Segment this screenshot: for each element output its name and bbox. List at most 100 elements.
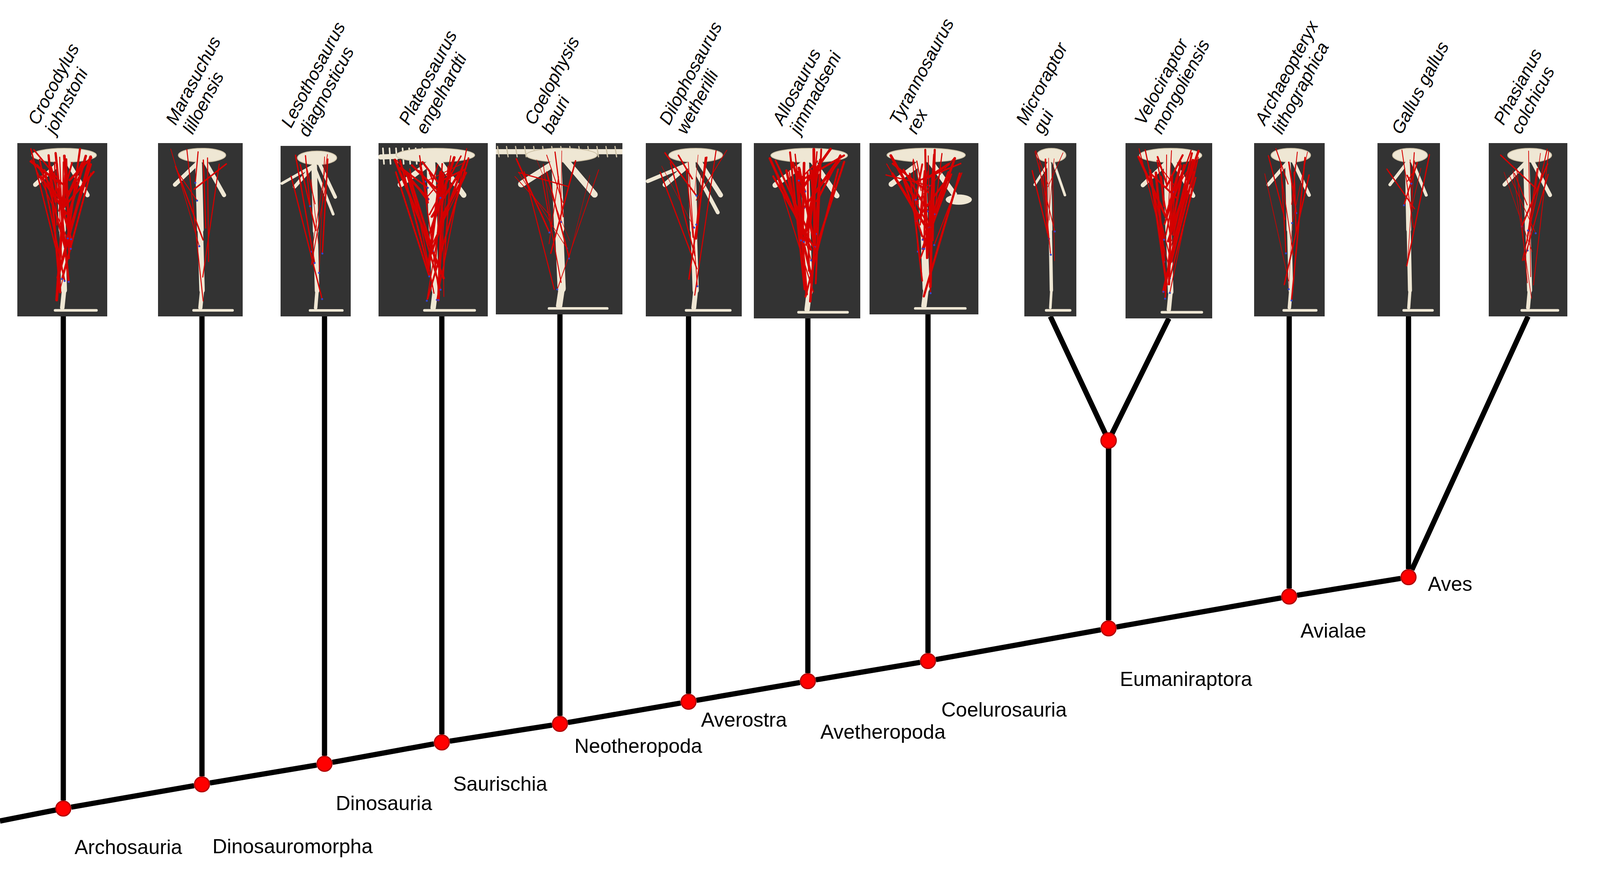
muscle-line (207, 158, 209, 262)
backbone-tail (0, 808, 64, 822)
muscle-line (816, 155, 841, 202)
specimen-panel: Marasuchus lilloensis (158, 143, 243, 317)
muscle-line (932, 149, 935, 241)
muscle-line (1280, 164, 1286, 254)
muscle-line (1406, 154, 1430, 267)
via-point (921, 238, 924, 241)
limb-illustration (645, 143, 742, 317)
muscle-line (427, 161, 465, 263)
branch-point (1100, 432, 1117, 449)
muscle-line (790, 152, 805, 290)
vertebra (605, 146, 608, 158)
pes (310, 309, 343, 312)
muscle-line (311, 176, 328, 265)
limb-illustration (1254, 143, 1325, 317)
muscle-line (1522, 149, 1548, 261)
muscle-line (431, 172, 460, 217)
via-point (1410, 182, 1413, 185)
muscle-line (48, 155, 61, 293)
muscle-line (322, 159, 328, 254)
via-point (439, 196, 442, 199)
tree-branch (210, 765, 317, 783)
muscle-line (409, 168, 435, 294)
clade-node: Avialae (1281, 588, 1298, 605)
muscle-line (175, 166, 204, 240)
tree-branch (696, 682, 801, 701)
muscle-line (1264, 173, 1289, 281)
clade-label: Aves (1427, 572, 1473, 597)
muscle-line (1035, 150, 1049, 184)
muscle-line (886, 164, 918, 219)
pes (424, 309, 475, 312)
tree-branch (1116, 597, 1282, 627)
via-point (70, 238, 73, 241)
muscle-line (546, 155, 563, 203)
muscle-line (194, 164, 227, 190)
muscle-line (67, 148, 80, 239)
tree-branch (925, 314, 931, 654)
metatarsus (1169, 292, 1171, 311)
limb-illustration (1125, 143, 1213, 319)
via-point (692, 226, 695, 229)
via-point (1053, 230, 1056, 233)
metatarsus (62, 290, 65, 308)
muscle-line (177, 171, 198, 201)
pes (1046, 309, 1070, 312)
muscle-line (203, 160, 206, 229)
vertebra (382, 148, 385, 165)
limb-illustration (17, 143, 108, 317)
limb-illustration (378, 143, 488, 317)
clade-label: Dinosauria (335, 792, 433, 816)
muscle-line (318, 156, 325, 273)
vertebra (389, 148, 391, 165)
muscle-line (1173, 150, 1192, 201)
metatarsus (1289, 290, 1292, 308)
muscle-line (1294, 172, 1297, 232)
tree-branch (1108, 318, 1170, 621)
tree-branch (439, 316, 445, 735)
muscle-line (524, 171, 555, 290)
muscle-line (1157, 156, 1167, 186)
vertebra (615, 146, 617, 158)
specimen-panel: Tyrannosaurus rex (869, 143, 979, 315)
tree-branch (199, 316, 205, 777)
tree-branch (71, 785, 195, 808)
muscle-line (1158, 164, 1176, 188)
muscle-line (694, 154, 699, 193)
femur (198, 164, 201, 230)
pes (1403, 309, 1433, 312)
via-point (309, 205, 312, 208)
clade-label: Averostra (701, 708, 787, 733)
muscle-line (395, 172, 430, 277)
pubis (565, 160, 595, 195)
forelimb (693, 167, 718, 213)
muscle-line (798, 161, 818, 181)
muscle-line (696, 172, 702, 225)
specimen-panel: Phasianus colchicus (1488, 143, 1568, 317)
muscle-line (1527, 174, 1542, 231)
muscle-line (773, 176, 818, 253)
clade-label: Avialae (1300, 619, 1367, 643)
muscle-line (694, 150, 716, 296)
pes (1283, 309, 1317, 312)
muscle-line (661, 166, 695, 228)
via-point (60, 278, 63, 281)
muscle-line (1275, 148, 1288, 185)
via-point (695, 194, 698, 197)
muscle-line (909, 173, 923, 281)
muscle-line (1516, 169, 1528, 283)
specimen-panel: Velociraptor mongoliensis (1125, 143, 1213, 319)
via-point (1168, 291, 1171, 294)
via-point (425, 299, 428, 302)
muscle-line (557, 169, 599, 290)
muscle-line (516, 158, 550, 233)
muscle-line (1165, 154, 1168, 184)
via-point (1163, 238, 1166, 241)
tree-branch (1286, 316, 1293, 589)
species-name: Velociraptor mongoliensis (1130, 4, 1226, 138)
via-point (695, 223, 698, 226)
specimen-panel: Crocodylus johnstoni (17, 143, 108, 317)
pes (686, 309, 731, 312)
via-point (1287, 288, 1290, 291)
